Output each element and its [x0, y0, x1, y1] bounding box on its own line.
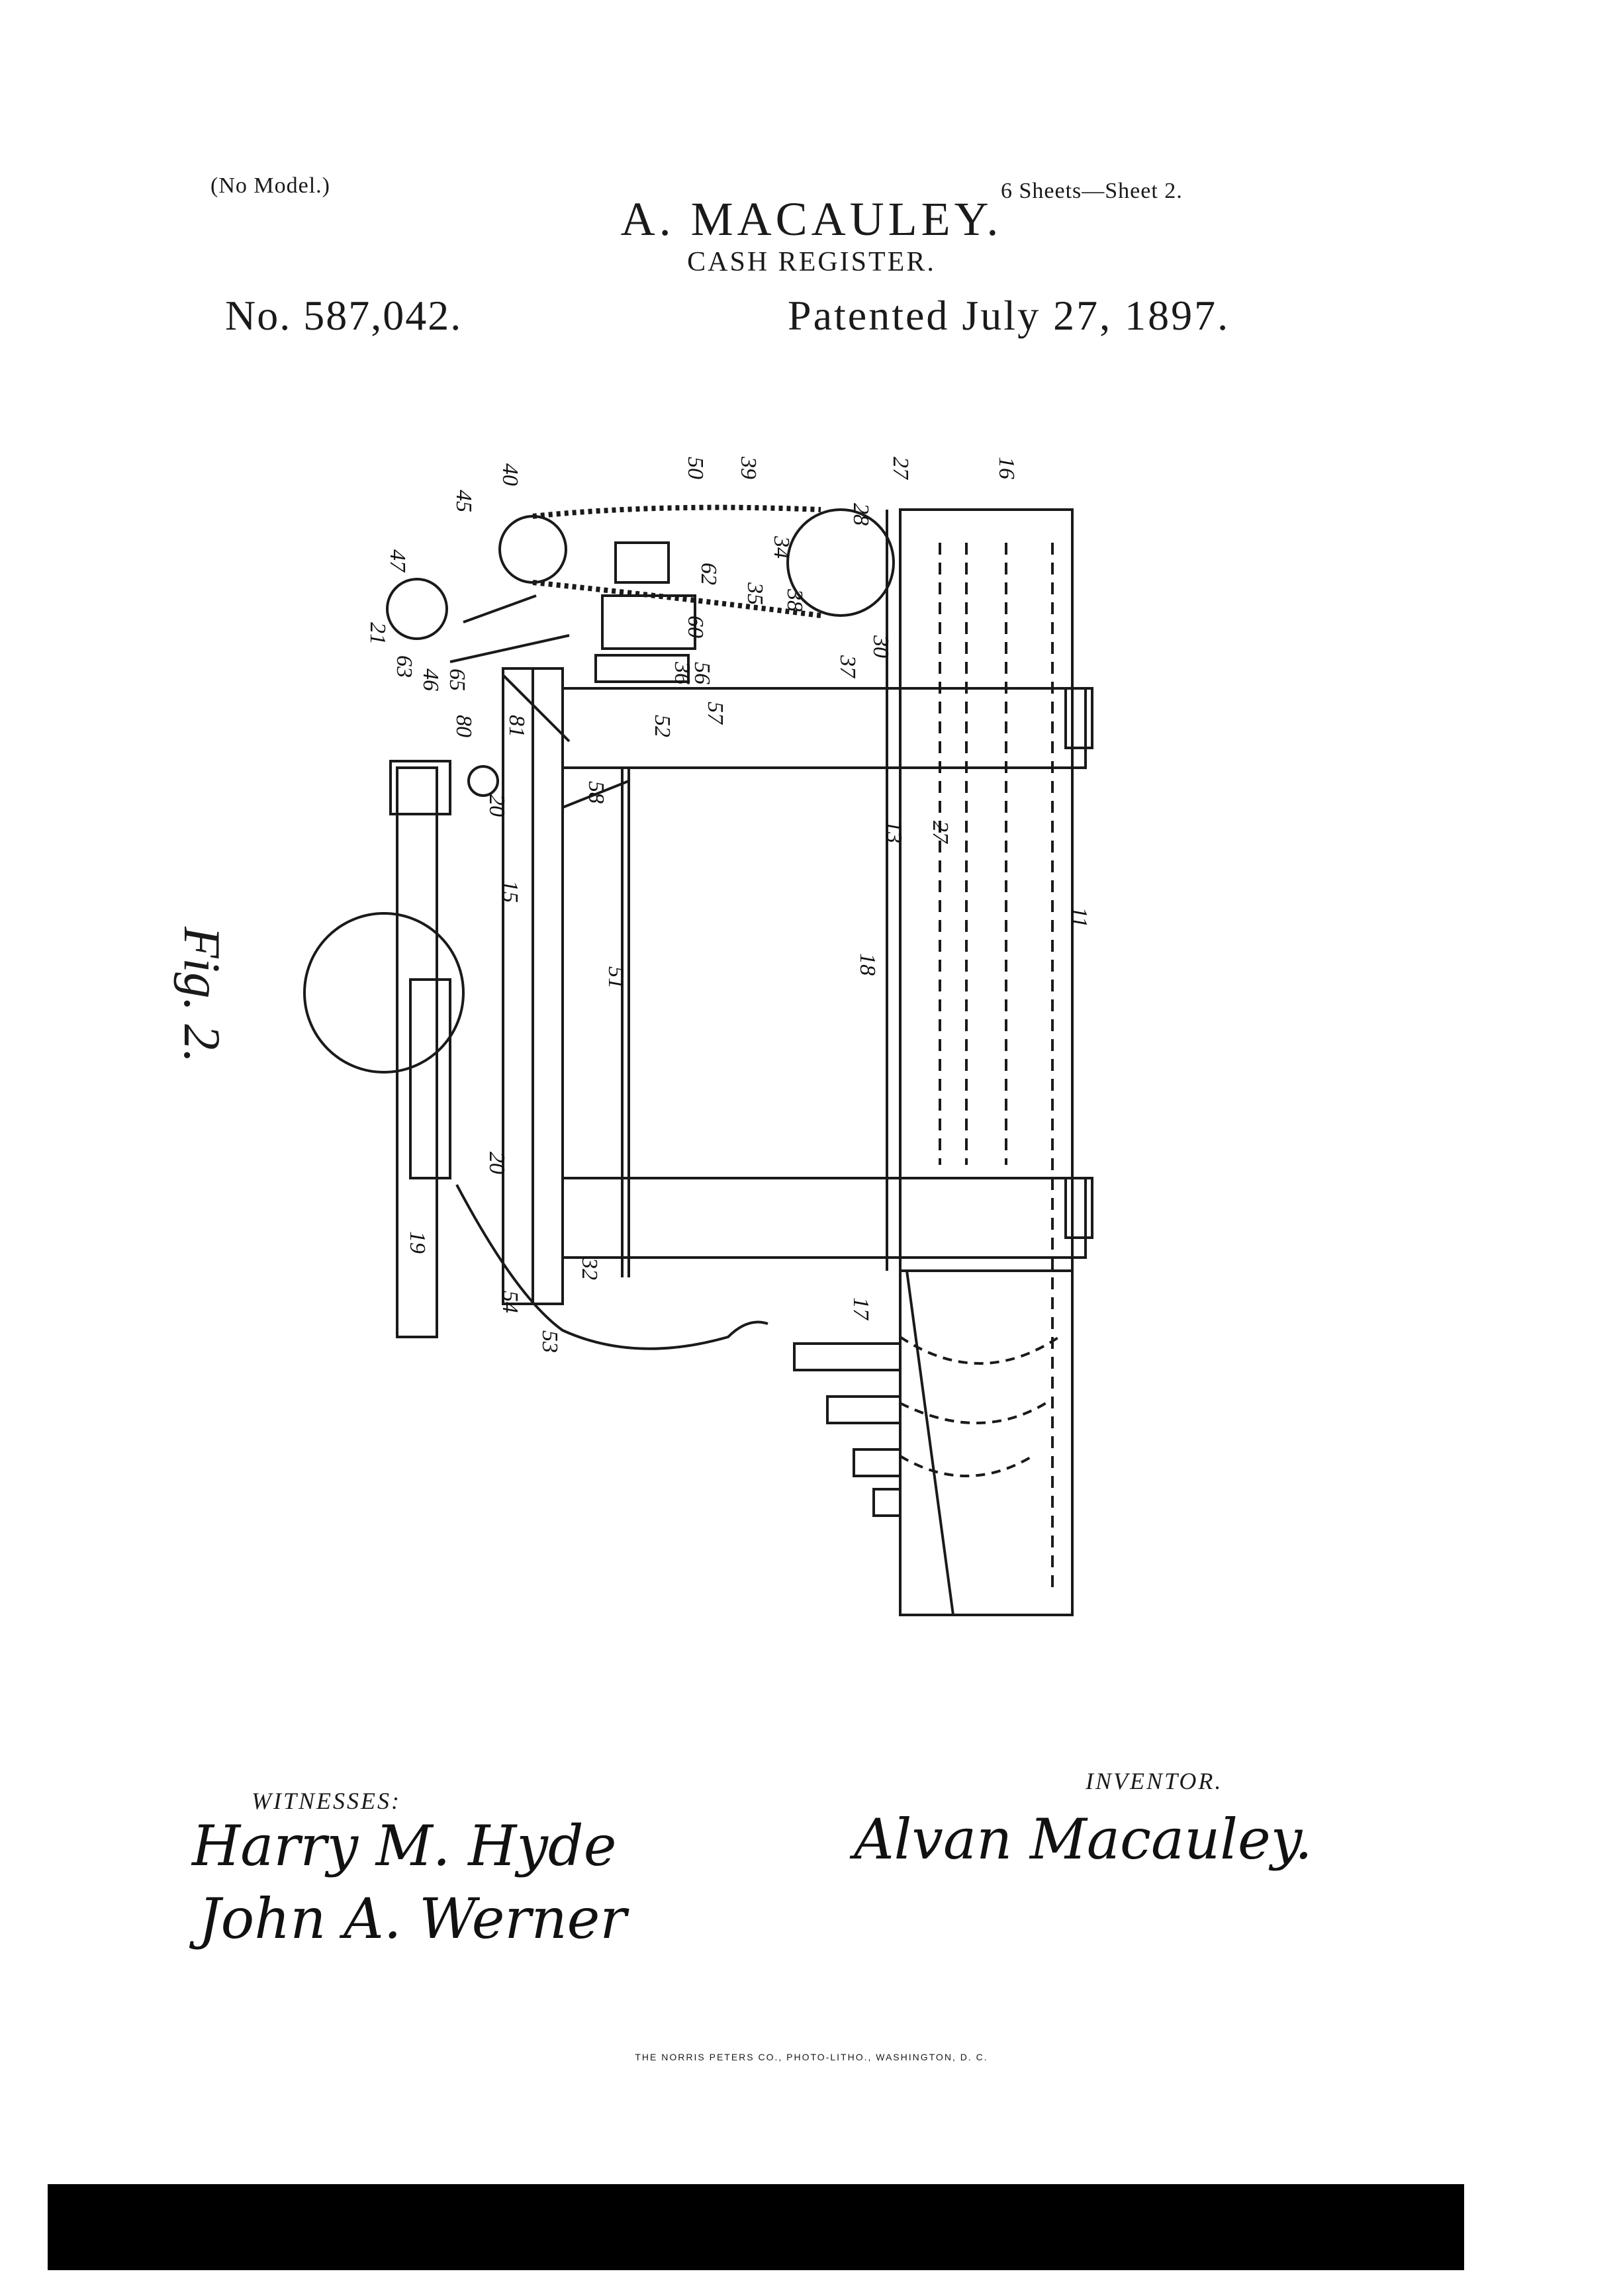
- ref-36: 36: [670, 661, 694, 684]
- ref-81: 81: [504, 715, 529, 737]
- ref-40: 40: [498, 463, 522, 486]
- ref-34: 34: [769, 535, 794, 559]
- printer-credit: THE NORRIS PETERS CO., PHOTO-LITHO., WAS…: [635, 2052, 988, 2062]
- ref-47: 47: [385, 549, 410, 573]
- ref-18: 18: [855, 953, 880, 976]
- register-base: [899, 508, 1074, 1616]
- witness-signature-2: John A. Werner: [199, 1886, 627, 1951]
- bell-dome: [303, 912, 465, 1074]
- ref-32: 32: [577, 1257, 602, 1280]
- ref-21: 21: [365, 622, 390, 645]
- ref-11: 11: [1067, 907, 1091, 927]
- ref-16: 16: [994, 457, 1019, 479]
- ref-65: 65: [445, 668, 469, 691]
- gear-47: [386, 578, 448, 640]
- ref-30: 30: [868, 635, 893, 658]
- ref-51: 51: [604, 966, 628, 989]
- ref-20-upper: 20: [485, 794, 509, 817]
- ref-60: 60: [683, 616, 708, 638]
- sheet-indicator: 6 Sheets—Sheet 2.: [1001, 179, 1183, 203]
- patent-number: No. 587,042.: [225, 292, 463, 339]
- ref-27: 27: [888, 457, 913, 481]
- ref-15: 15: [498, 880, 522, 903]
- inventor-signature: Alvan Macauley.: [854, 1807, 1313, 1872]
- ref-52-upper: 52: [650, 715, 674, 737]
- lower-frame: [561, 1177, 1087, 1259]
- no-model-label: (No Model.): [210, 173, 330, 198]
- ref-53: 53: [537, 1330, 562, 1353]
- patent-title: CASH REGISTER.: [687, 247, 936, 277]
- inventor-label: INVENTOR.: [1086, 1768, 1223, 1794]
- ref-39: 39: [736, 456, 761, 479]
- sprocket-upper: [498, 515, 567, 584]
- ref-17: 17: [849, 1297, 873, 1321]
- ref-27-lower: 27: [928, 821, 952, 845]
- patent-date: Patented July 27, 1897.: [788, 292, 1230, 339]
- witnesses-label: WITNESSES:: [252, 1788, 401, 1814]
- ref-28: 28: [849, 503, 873, 526]
- ref-58: 58: [584, 781, 608, 804]
- ref-37: 37: [835, 655, 860, 679]
- ref-46: 46: [418, 668, 443, 691]
- reference-numbers: 47 45 40 50 39 28 27 16 21 63 46 65 34 3…: [365, 456, 1091, 1353]
- ref-80: 80: [451, 715, 476, 737]
- ref-56: 56: [690, 662, 714, 684]
- ref-35: 35: [743, 582, 767, 605]
- ref-57: 57: [703, 702, 727, 725]
- ref-54: 54: [498, 1291, 522, 1313]
- ref-20-lower: 20: [485, 1152, 509, 1174]
- ref-13: 13: [882, 821, 906, 843]
- scan-edge-bar: [48, 2184, 1464, 2270]
- inventor-name: A. MACAULEY.: [620, 193, 1003, 246]
- sprocket-right: [786, 508, 895, 617]
- ref-45: 45: [451, 490, 476, 512]
- ref-19: 19: [405, 1231, 430, 1254]
- ref-38: 38: [782, 588, 807, 612]
- ref-50: 50: [683, 457, 708, 479]
- witness-signature-1: Harry M. Hyde: [192, 1814, 617, 1878]
- ref-62: 62: [696, 563, 721, 585]
- ref-63: 63: [392, 655, 416, 678]
